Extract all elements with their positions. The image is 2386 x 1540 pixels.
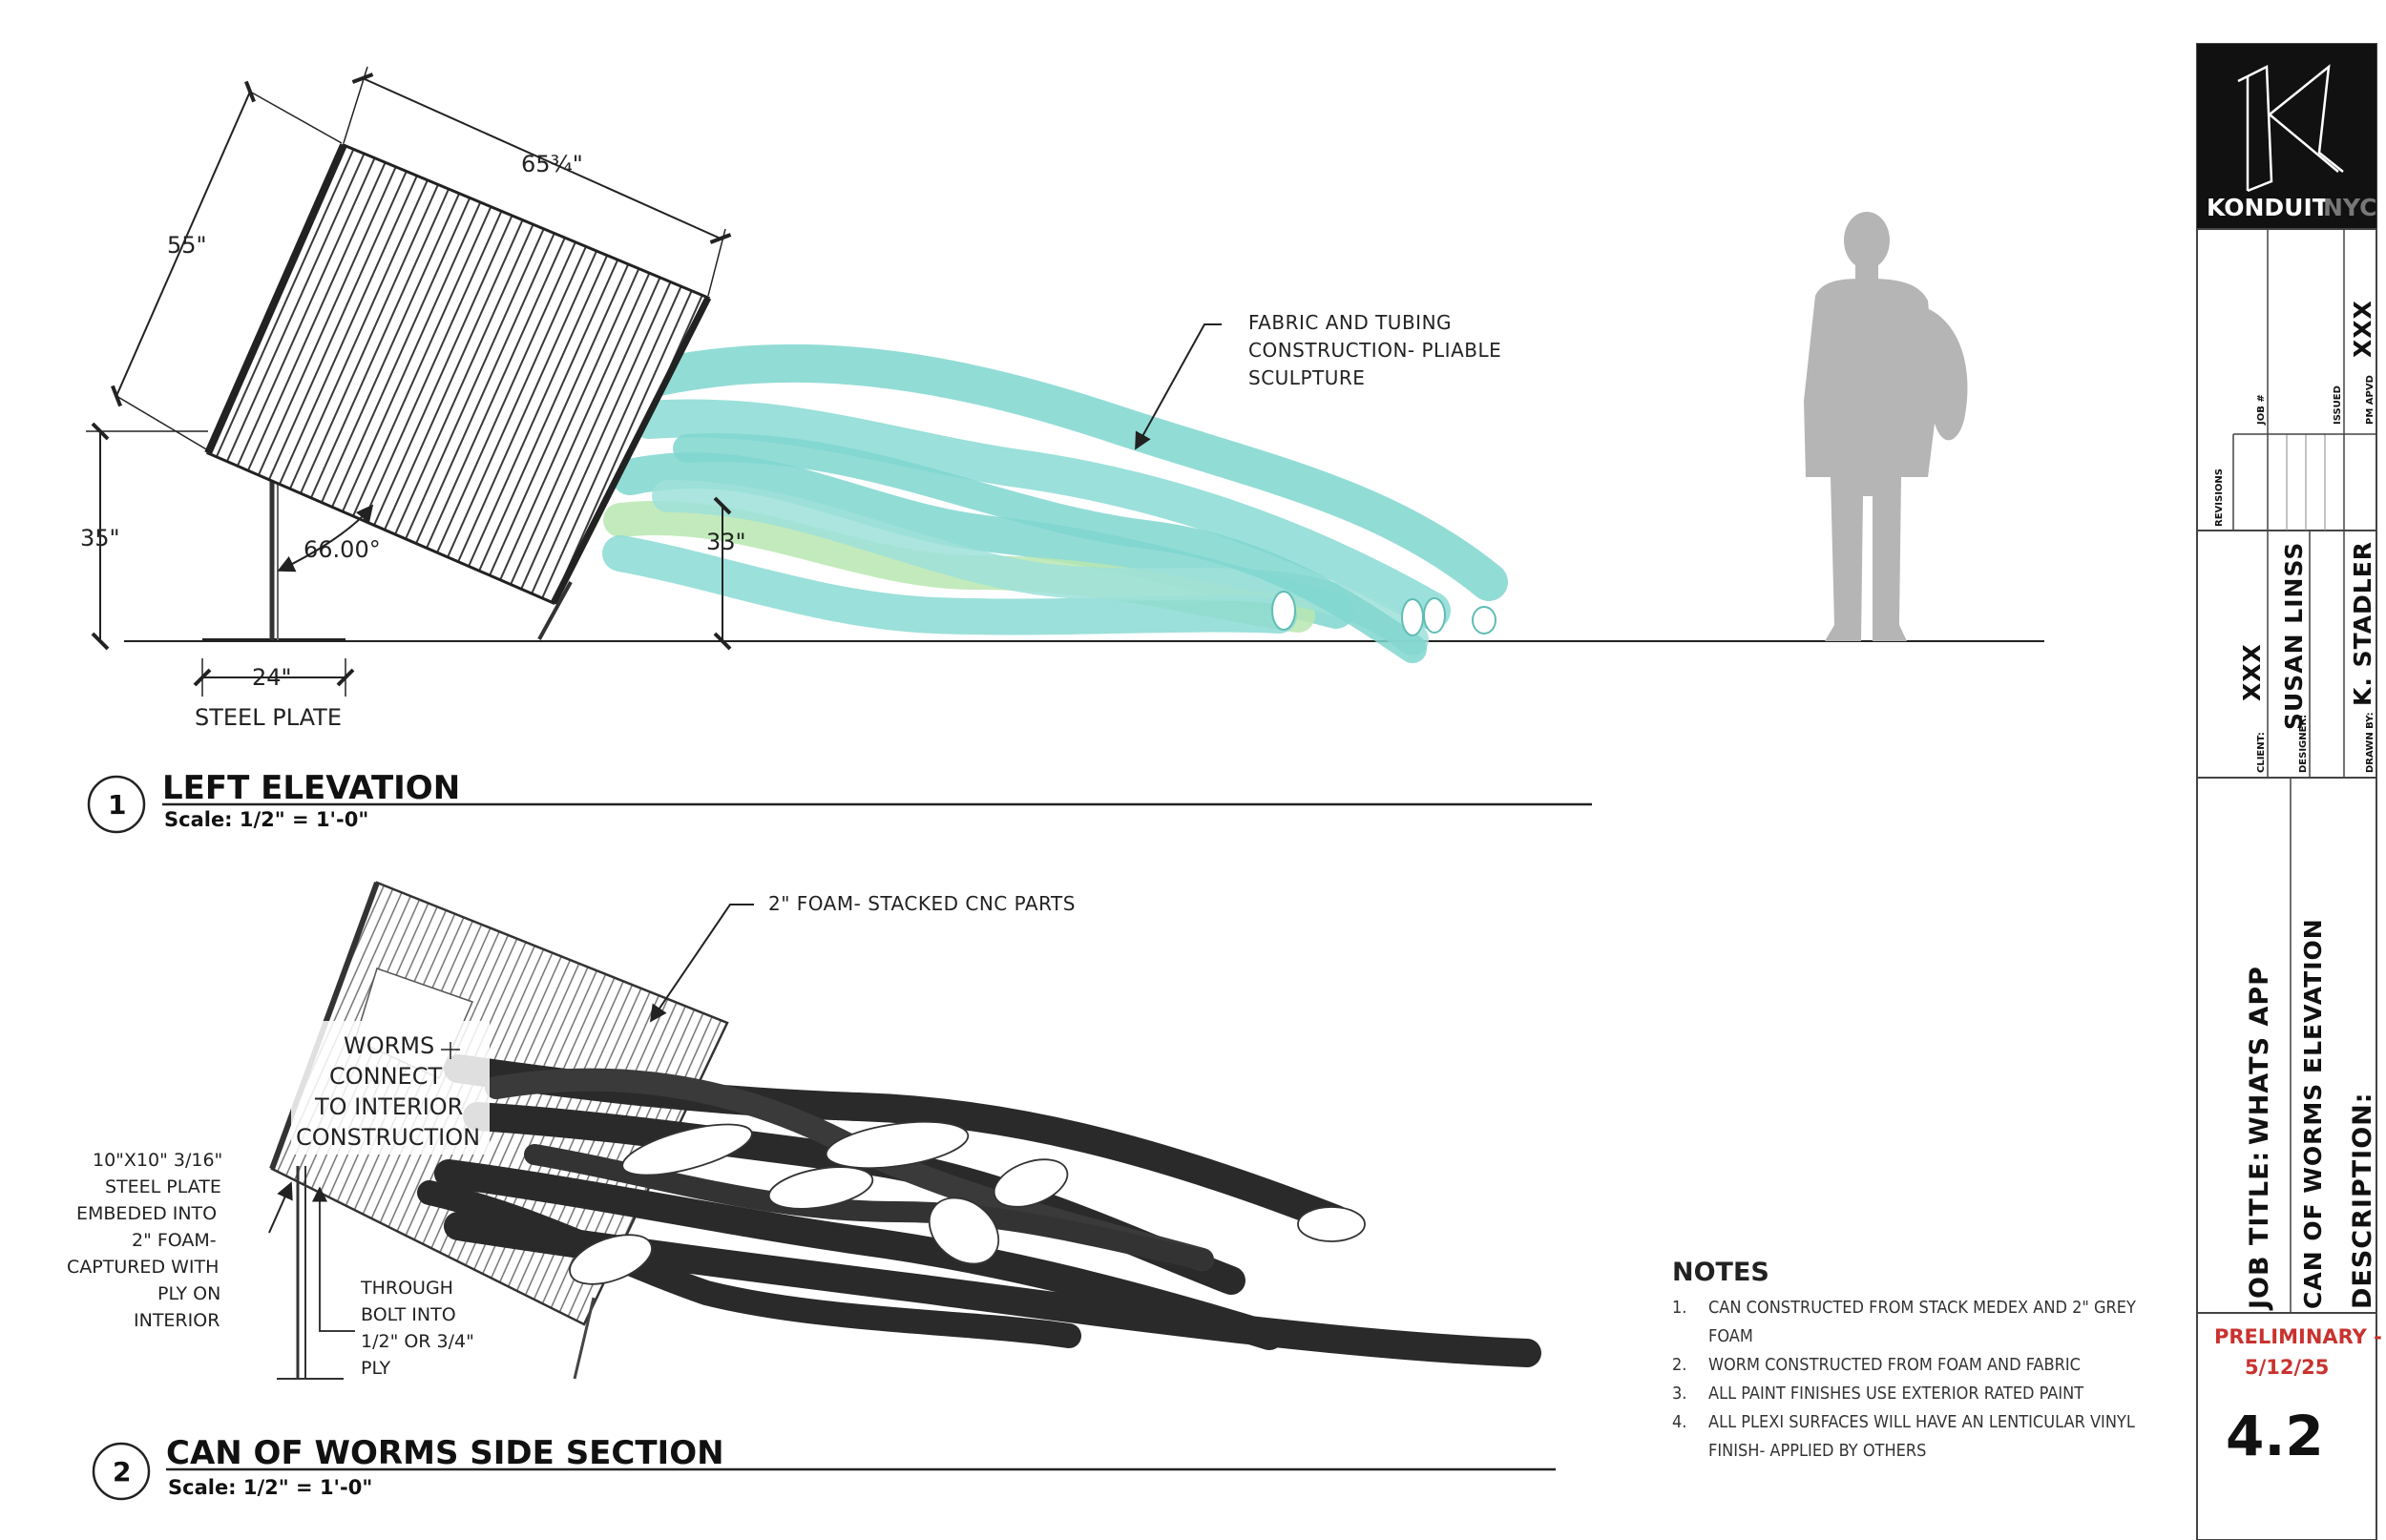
- view1-number: 1: [108, 789, 126, 821]
- bolt-callout-line1: THROUGH: [360, 1278, 453, 1299]
- plate-callout-line3: EMBEDED INTO: [76, 1203, 217, 1224]
- notes-block: NOTES 1. CAN CONSTRUCTED FROM STACK MEDE…: [1672, 1258, 2136, 1461]
- brand-name: KONDUIT: [2207, 194, 2329, 221]
- worm-tube-ends: [1271, 591, 1496, 636]
- note-1-num: 1.: [1672, 1298, 1686, 1318]
- drawn-by-label: DRAWN BY:: [2365, 712, 2376, 773]
- title-block: KONDUIT NYC REVISIONS JOB # ISSUED PM AP…: [2196, 43, 2382, 1540]
- steel-plate-label: STEEL PLATE: [195, 704, 342, 731]
- note-2-line1: WORM CONSTRUCTED FROM FOAM AND FABRIC: [1708, 1355, 2081, 1375]
- note-4-line2: FINISH- APPLIED BY OTHERS: [1708, 1441, 1926, 1461]
- status-date: 5/12/25: [2245, 1356, 2329, 1379]
- view2-title: CAN OF WORMS SIDE SECTION: [166, 1434, 724, 1472]
- note-4-line1: ALL PLEXI SURFACES WILL HAVE AN LENTICUL…: [1708, 1412, 2135, 1432]
- callout-fabric-line2: CONSTRUCTION- PLIABLE: [1248, 339, 1501, 362]
- dim-65-3-4: 65¾": [521, 151, 583, 177]
- client-value: XXX: [2238, 643, 2266, 701]
- plate-callout-line2: STEEL PLATE: [105, 1176, 221, 1197]
- plate-callout-line6: PLY ON: [157, 1283, 220, 1304]
- job-title-value: WHATS APP: [2245, 966, 2274, 1145]
- pm-apvd-value: XXX: [2349, 300, 2376, 358]
- dim-angle: 66.00°: [303, 536, 381, 563]
- foam-callout: 2" FOAM- STACKED CNC PARTS: [768, 892, 1076, 915]
- worms-connect-line4: CONSTRUCTION: [296, 1124, 480, 1151]
- dim-55: 55": [167, 232, 207, 259]
- job-title-label: JOB TITLE:: [2245, 1151, 2274, 1311]
- note-4-num: 4.: [1672, 1412, 1686, 1432]
- worms-connect-line3: TO INTERIOR: [314, 1093, 463, 1120]
- plate-callout-line4: 2" FOAM-: [132, 1230, 217, 1251]
- plate-callout-line5: CAPTURED WITH: [67, 1257, 219, 1278]
- sheet-number: 4.2: [2226, 1404, 2324, 1468]
- pm-apvd-label: PM APVD: [2365, 375, 2376, 425]
- note-1-line1: CAN CONSTRUCTED FROM STACK MEDEX AND 2" …: [1708, 1298, 2136, 1318]
- brand-logo-box: [2197, 44, 2376, 229]
- view1-scale: Scale: 1/2" = 1'-0": [164, 808, 368, 831]
- dim-33: 33": [706, 529, 746, 555]
- description-label: DESCRIPTION:: [2348, 1092, 2377, 1309]
- callout-fabric-line3: SCULPTURE: [1248, 366, 1365, 389]
- view2-number: 2: [113, 1456, 131, 1488]
- bolt-callout-line4: PLY: [361, 1358, 391, 1379]
- konduit-logo-icon: [2237, 64, 2344, 193]
- view1-title: LEFT ELEVATION: [162, 769, 460, 807]
- worm-section-ends: [569, 1120, 1366, 1285]
- note-2-num: 2.: [1672, 1355, 1686, 1375]
- note-3-num: 3.: [1672, 1384, 1686, 1404]
- dim-24: 24": [252, 664, 292, 691]
- note-3-line1: ALL PAINT FINISHES USE EXTERIOR RATED PA…: [1708, 1384, 2083, 1404]
- side-section-view: 2" FOAM- STACKED CNC PARTS WORMS CONNECT…: [67, 881, 1556, 1501]
- worm-section: [417, 1054, 1541, 1367]
- description-value: CAN OF WORMS ELEVATION: [2299, 918, 2327, 1309]
- view2-scale: Scale: 1/2" = 1'-0": [168, 1476, 372, 1499]
- fabric-tubing-worms: [602, 343, 1508, 663]
- callout-fabric-line1: FABRIC AND TUBING: [1248, 311, 1452, 334]
- bolt-callout-line2: BOLT INTO: [361, 1304, 456, 1325]
- note-1-line2: FOAM: [1708, 1326, 1753, 1346]
- designer-label: DESIGNER:: [2298, 715, 2309, 773]
- notes-heading: NOTES: [1672, 1258, 1769, 1287]
- person-silhouette: [1804, 212, 1968, 641]
- status-preliminary: PRELIMINARY -: [2214, 1325, 2382, 1348]
- left-elevation-view: 65¾" 55" 35" 66.00° 33" 24" STEEL PLATE …: [80, 66, 2044, 834]
- issued-label: ISSUED: [2333, 385, 2343, 425]
- bolt-callout-line3: 1/2" OR 3/4": [361, 1331, 474, 1352]
- plate-callout-line7: INTERIOR: [134, 1310, 220, 1331]
- drawn-by-value: K. STADLER: [2349, 541, 2376, 706]
- job-number-label: JOB #: [2256, 394, 2267, 426]
- client-label: CLIENT:: [2256, 732, 2267, 773]
- revisions-label: REVISIONS: [2214, 468, 2225, 527]
- worms-connect-line1: WORMS: [344, 1032, 434, 1059]
- dim-35: 35": [80, 525, 120, 551]
- designer-value: SUSAN LINSS: [2280, 542, 2308, 730]
- plate-callout-line1: 10"X10" 3/16": [93, 1150, 222, 1171]
- can-leg: [537, 581, 573, 640]
- worms-connect-line2: CONNECT: [329, 1063, 442, 1090]
- brand-city: NYC: [2323, 194, 2376, 221]
